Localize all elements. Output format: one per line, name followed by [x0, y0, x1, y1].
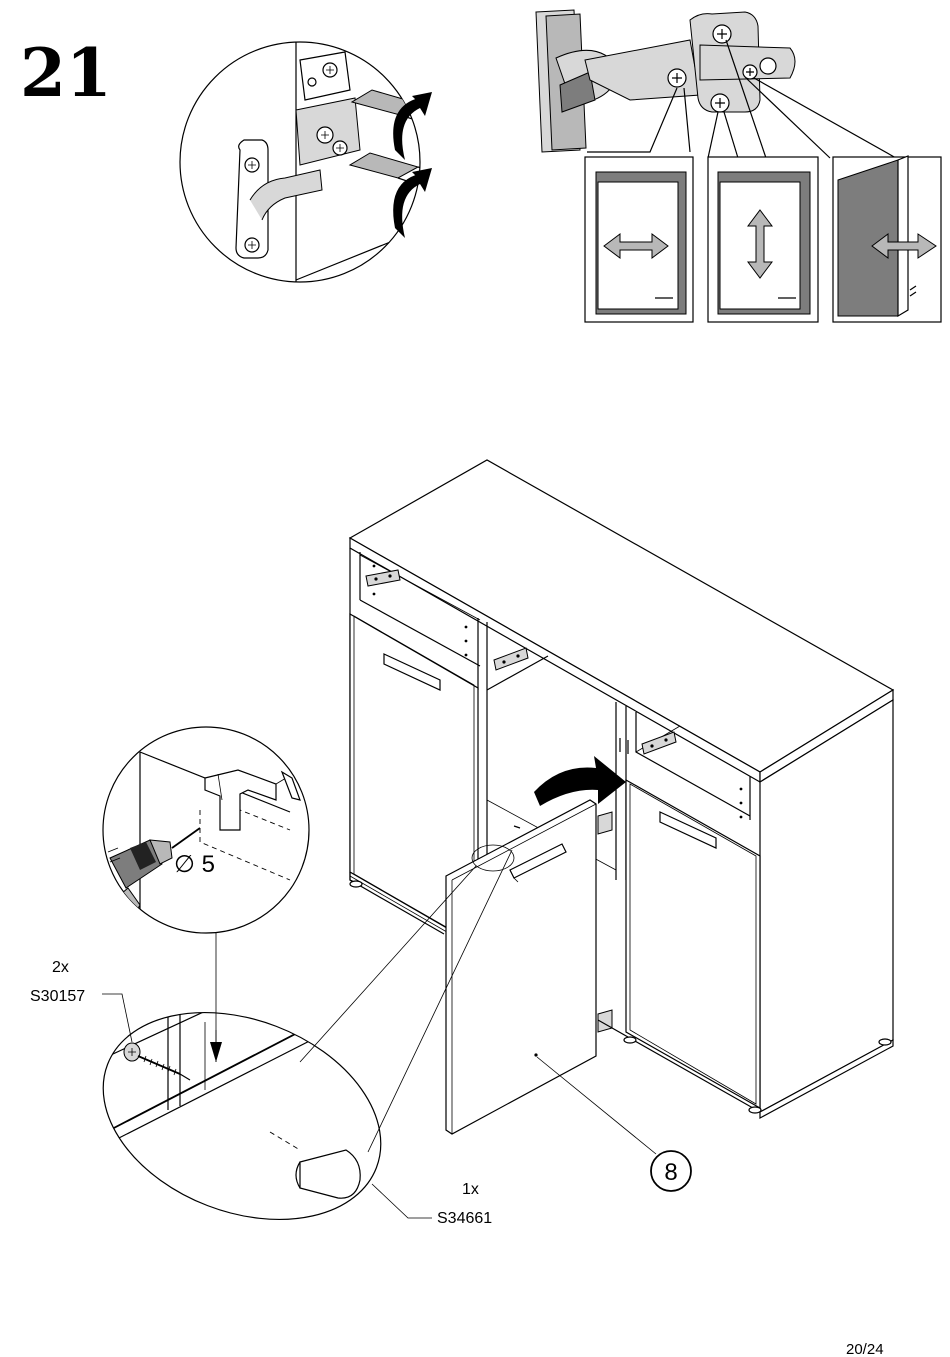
insert-arrow-icon [534, 756, 626, 806]
handle-mounting-magnifier [73, 930, 432, 1257]
part-label-s34661: 1x S34661 [437, 1181, 492, 1227]
mounting-plate [300, 52, 350, 100]
drilling-jig [205, 770, 276, 830]
hinge-adjust-depth-panel [833, 156, 941, 322]
door-part-callout: 8 [651, 1151, 691, 1191]
handle-s34661 [300, 1150, 360, 1198]
door-part-number: 8 [664, 1159, 677, 1186]
part-code: S30157 [30, 988, 85, 1005]
part-code: S34661 [437, 1210, 492, 1227]
mounting-plate [598, 812, 612, 834]
mounting-plate [366, 570, 400, 586]
drill-icon [108, 828, 200, 930]
hinge-adjust-magnifier [180, 40, 445, 285]
drill-diameter-label: ∅ 5 [174, 851, 215, 878]
screwdriver-icon [350, 153, 445, 192]
part-label-s30157: 2x S30157 [30, 959, 85, 1005]
hinge-adjust-vertical-panel [708, 157, 818, 322]
part-qty: 2x [52, 959, 69, 976]
door-right-mounted [626, 780, 760, 1108]
part-qty: 1x [462, 1181, 479, 1198]
hinge-adjust-horizontal-panel [585, 157, 693, 322]
drill-magnifier: ∅ 5 [103, 727, 309, 1062]
hinge-detail [536, 10, 941, 322]
step-number: 21 [20, 34, 112, 112]
mounting-plate [642, 732, 676, 754]
page-number: 20/24 [846, 1341, 884, 1357]
mounting-plate [494, 648, 528, 670]
